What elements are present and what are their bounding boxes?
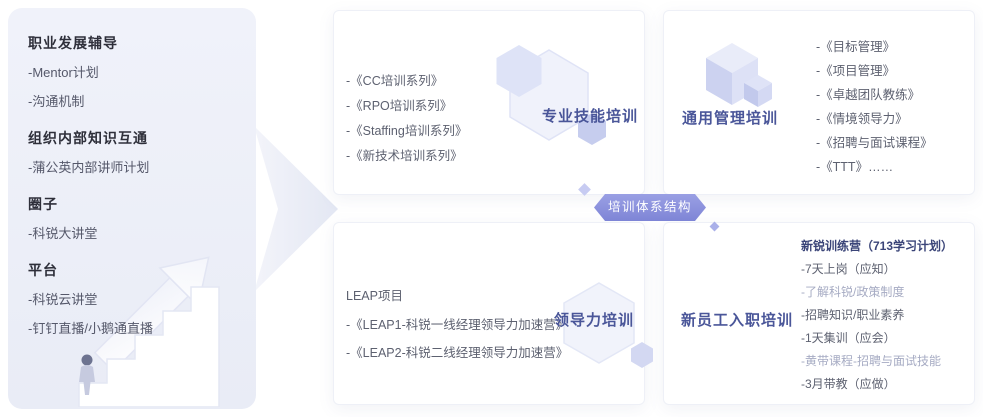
course-item: -《卓越团队教练》 — [816, 88, 921, 102]
course-item: -《CC培训系列》 — [346, 74, 444, 88]
section-heading: 组织内部知识互通 — [28, 130, 148, 146]
course-item: -《招聘与面试课程》 — [816, 136, 933, 150]
course-item: -《新技术培训系列》 — [346, 149, 463, 163]
course-item: -3月带教（应做） — [801, 377, 896, 391]
section-item: -Mentor计划 — [28, 65, 99, 80]
card-title: 领导力培训 — [554, 312, 635, 329]
course-item: -《TTT》…… — [816, 160, 894, 174]
program-subtitle: LEAP项目 — [346, 289, 403, 303]
badge-label: 培训体系结构 — [594, 194, 706, 221]
section-item: -蒲公英内部讲师计划 — [28, 160, 150, 175]
stairs-growth-arrow-illustration — [78, 256, 220, 407]
program-subtitle: 新锐训练营（713学习计划） — [801, 239, 954, 253]
career-development-list: 职业发展辅导 -Mentor计划 -沟通机制 组织内部知识互通 -蒲公英内部讲师… — [28, 32, 153, 336]
course-item: -黄带课程-招聘与面试技能 — [801, 354, 941, 368]
hexagon-decoration — [496, 45, 606, 145]
course-item: -了解科锐/政策制度 — [801, 285, 905, 299]
career-development-panel: 职业发展辅导 -Mentor计划 -沟通机制 组织内部知识互通 -蒲公英内部讲师… — [8, 8, 256, 409]
leadership-course-list: -《LEAP1-科锐一线经理领导力加速营》 -《LEAP2-科锐二线经理领导力加… — [346, 311, 568, 367]
course-item: -招聘知识/职业素养 — [801, 308, 905, 322]
person-icon — [79, 354, 95, 395]
center-badge: 培训体系结构 — [578, 183, 720, 232]
course-item: -《项目管理》 — [816, 64, 896, 78]
card-leadership: LEAP项目 -《LEAP1-科锐一线经理领导力加速营》 -《LEAP2-科锐二… — [333, 222, 653, 405]
professional-course-list: -《CC培训系列》 -《RPO培训系列》 -《Staffing培训系列》 -《新… — [346, 69, 467, 169]
section-heading: 职业发展辅导 — [28, 35, 118, 51]
course-item: -《Staffing培训系列》 — [346, 124, 468, 138]
card-onboarding: 新员工入职培训 新锐训练营（713学习计划） -7天上岗（应知） -了解科锐/政… — [663, 222, 975, 405]
card-title: 通用管理培训 — [682, 110, 779, 127]
card-professional-skills: -《CC培训系列》 -《RPO培训系列》 -《Staffing培训系列》 -《新… — [333, 10, 645, 195]
card-title: 专业技能培训 — [542, 108, 639, 125]
section-item: -科锐大讲堂 — [28, 226, 98, 241]
section-heading: 圈子 — [28, 196, 58, 212]
course-item: -《LEAP2-科锐二线经理领导力加速营》 — [346, 346, 569, 360]
section-item: -沟通机制 — [28, 94, 85, 109]
cube-decoration — [706, 43, 772, 107]
course-item: -《LEAP1-科锐一线经理领导力加速营》 — [346, 318, 569, 332]
hexagon-decoration — [563, 282, 653, 368]
forward-chevron-arrow — [254, 126, 338, 292]
section-item: -钉钉直播/小鹅通直播 — [28, 321, 153, 336]
management-course-list: -《目标管理》 -《项目管理》 -《卓越团队教练》 -《情境领导力》 -《招聘与… — [816, 35, 933, 179]
card-general-management: 通用管理培训 -《目标管理》 -《项目管理》 -《卓越团队教练》 -《情境领导力… — [663, 10, 975, 195]
course-item: -《目标管理》 — [816, 40, 896, 54]
course-item: -1天集训（应会） — [801, 331, 896, 345]
onboarding-course-list: 新锐训练营（713学习计划） -7天上岗（应知） -了解科锐/政策制度 -招聘知… — [801, 235, 953, 396]
section-item: -科锐云讲堂 — [28, 292, 98, 307]
course-item: -7天上岗（应知） — [801, 262, 896, 276]
card-title: 新员工入职培训 — [681, 312, 794, 329]
section-heading: 平台 — [28, 262, 58, 278]
course-item: -《RPO培训系列》 — [346, 99, 453, 113]
course-item: -《情境领导力》 — [816, 112, 908, 126]
